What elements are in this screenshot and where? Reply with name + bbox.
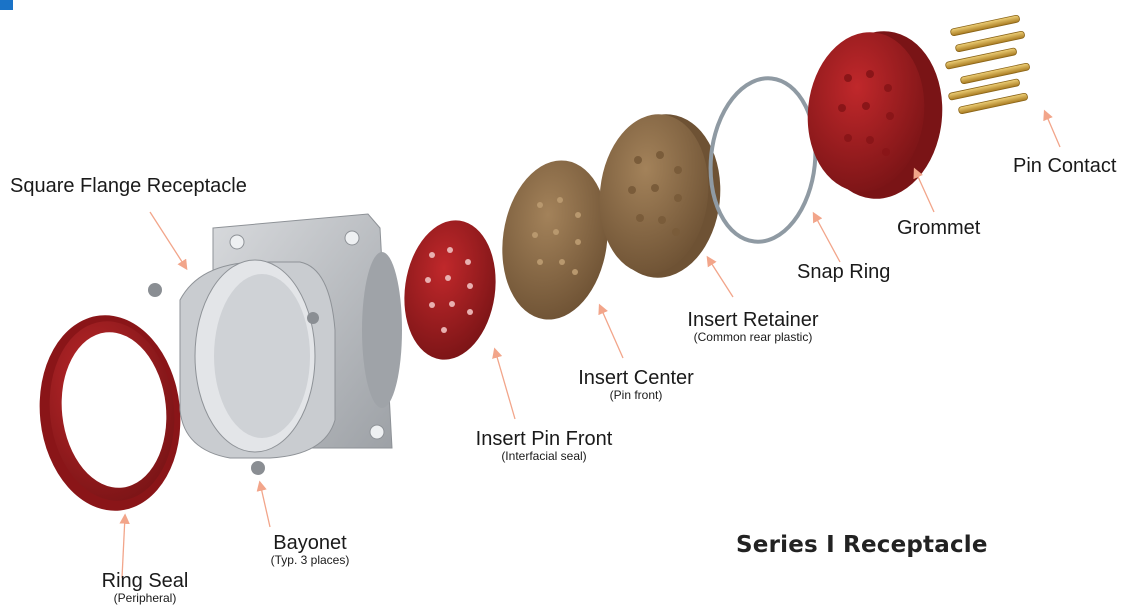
- label-text: Ring Seal: [90, 571, 200, 592]
- label-insert-pin-front: Insert Pin Front (Interfacial seal): [464, 429, 624, 463]
- label-subtext: (Common rear plastic): [673, 331, 833, 344]
- label-insert-center: Insert Center (Pin front): [566, 368, 706, 402]
- label-text: Insert Pin Front: [464, 429, 624, 450]
- label-square-flange-receptacle: Square Flange Receptacle: [10, 176, 247, 197]
- label-text: Insert Center: [566, 368, 706, 389]
- snap-ring-part: [703, 73, 824, 247]
- label-text: Pin Contact: [1013, 156, 1116, 177]
- label-ring-seal: Ring Seal (Peripheral): [90, 571, 200, 605]
- diagram-title: Series I Receptacle: [736, 532, 988, 558]
- insert-retainer-part: [592, 108, 728, 283]
- label-subtext: (Typ. 3 places): [250, 554, 370, 567]
- label-bayonet: Bayonet (Typ. 3 places): [250, 533, 370, 567]
- label-subtext: (Interfacial seal): [464, 450, 624, 463]
- pin-contacts-part: [945, 15, 1030, 114]
- insert-pin-front-part: [396, 214, 505, 365]
- label-subtext: (Pin front): [566, 389, 706, 402]
- label-insert-retainer: Insert Retainer (Common rear plastic): [673, 310, 833, 344]
- grommet-part: [800, 25, 950, 205]
- receptacle-housing: [148, 214, 402, 475]
- label-pin-contact: Pin Contact: [1013, 156, 1116, 177]
- label-text: Insert Retainer: [673, 310, 833, 331]
- label-text: Square Flange Receptacle: [10, 176, 247, 197]
- ring-seal-part: [30, 308, 190, 518]
- label-text: Grommet: [897, 218, 980, 239]
- label-grommet: Grommet: [897, 218, 980, 239]
- label-snap-ring: Snap Ring: [797, 262, 890, 283]
- label-text: Bayonet: [250, 533, 370, 554]
- label-text: Snap Ring: [797, 262, 890, 283]
- label-subtext: (Peripheral): [90, 592, 200, 605]
- insert-center-part: [492, 154, 617, 327]
